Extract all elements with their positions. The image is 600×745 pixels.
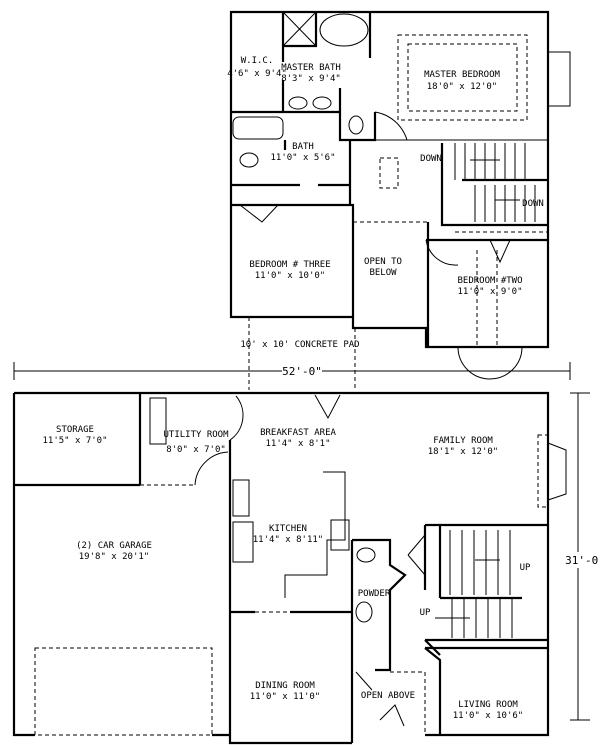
room-label-garage: (2) CAR GARAGE	[76, 541, 152, 551]
stair-label-down: DOWN	[420, 154, 442, 164]
room-label-bedroom-three: BEDROOM # THREE	[249, 260, 330, 270]
powder-toilet	[355, 601, 373, 623]
tub	[232, 116, 284, 140]
width-dimension: 52'-0"	[282, 365, 322, 378]
room-label-powder: POWDER	[358, 589, 391, 599]
room-size-storage: 11'5" x 7'0"	[42, 436, 107, 446]
room-label-breakfast: BREAKFAST AREA	[260, 428, 336, 438]
room-size-living: 11'0" x 10'6"	[453, 711, 523, 721]
range	[232, 521, 254, 563]
room-label-wic: W.I.C.	[241, 56, 274, 66]
room-size-dining: 11'0" x 11'0"	[250, 692, 320, 702]
room-size-garage: 19'8" x 20'1"	[79, 552, 149, 562]
lower-floor: STORAGE 11'5" x 7'0" UTILITY ROOM 8'0" x…	[12, 391, 567, 745]
stair-label-down-2: DOWN	[522, 199, 544, 209]
room-label-bedroom-two: BEDROOM #TWO	[457, 276, 522, 286]
upper-floor: W.I.C. 4'6" x 9'4" MASTER BATH 8'3" x 9'…	[227, 10, 571, 390]
room-label-master-bedroom: MASTER BEDROOM	[424, 70, 500, 80]
concrete-pad-label: 10' x 10' CONCRETE PAD	[240, 340, 359, 350]
upper-stairs	[440, 143, 548, 233]
bay-window	[457, 346, 523, 380]
room-label-master-bath: MASTER BATH	[281, 63, 341, 73]
open-to-below-label: BELOW	[369, 268, 397, 278]
room-size-kitchen: 11'4" x 8'11"	[253, 535, 323, 545]
room-size-bedroom-two: 11'0" x 9'0"	[457, 287, 522, 297]
room-label-bath: BATH	[292, 142, 314, 152]
room-size-bedroom-three: 11'0" x 10'0"	[255, 271, 325, 281]
bathtub-oval	[319, 13, 369, 47]
room-size-family: 18'1" x 12'0"	[428, 447, 498, 457]
room-label-dining: DINING ROOM	[255, 681, 315, 691]
depth-dimension: 31'-0"	[565, 554, 600, 567]
room-label-family: FAMILY ROOM	[433, 436, 493, 446]
attic-access	[379, 157, 399, 189]
room-size-wic: 4'6" x 9'4"	[227, 69, 287, 79]
room-label-utility: UTILITY ROOM	[163, 430, 229, 440]
open-to-label: OPEN TO	[364, 257, 402, 267]
open-above-label: OPEN ABOVE	[361, 691, 415, 701]
room-label-living: LIVING ROOM	[458, 700, 518, 710]
room-size-breakfast: 11'4" x 8'1"	[265, 439, 330, 449]
room-label-storage: STORAGE	[56, 425, 94, 435]
laundry-sink	[149, 397, 167, 445]
room-size-master-bath: 8'3" x 9'4"	[281, 74, 341, 84]
room-size-utility: 8'0" x 7'0"	[166, 445, 226, 455]
fireplace	[547, 442, 567, 501]
stair-label-up-2: UP	[420, 608, 431, 618]
balcony	[547, 51, 571, 107]
stair-label-up: UP	[520, 563, 531, 573]
toilet	[348, 115, 364, 135]
garage-door	[34, 647, 213, 736]
lower-stairs	[407, 523, 548, 656]
dimension-lines: 52'-0" 31'-0"	[13, 362, 600, 721]
room-label-kitchen: KITCHEN	[269, 524, 307, 534]
room-size-master-bedroom: 18'0" x 12'0"	[427, 82, 497, 92]
kitchen-sink	[330, 519, 350, 551]
room-size-bath: 11'0" x 5'6"	[270, 153, 335, 163]
